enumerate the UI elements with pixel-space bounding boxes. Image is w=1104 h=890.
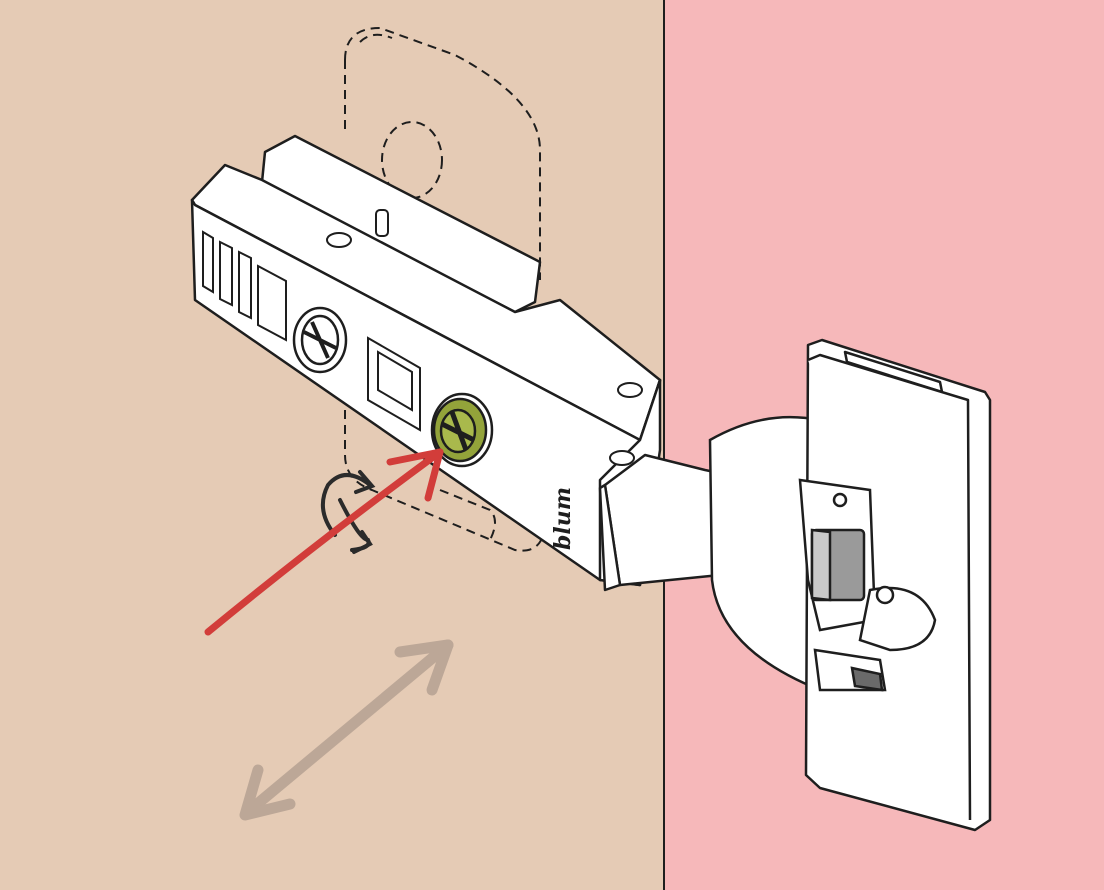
cam-screw [292,306,348,374]
top-pins [326,209,643,466]
brand-mark: blum [550,487,576,550]
red-arrow-icon [204,448,444,636]
double-arrow-icon [239,639,454,821]
hinge-mechanism [798,478,937,692]
hinge-arm [190,134,662,587]
mounting-plate-outline [344,26,547,552]
adjustment-screw-highlighted [430,392,494,468]
front-slots [202,230,421,432]
